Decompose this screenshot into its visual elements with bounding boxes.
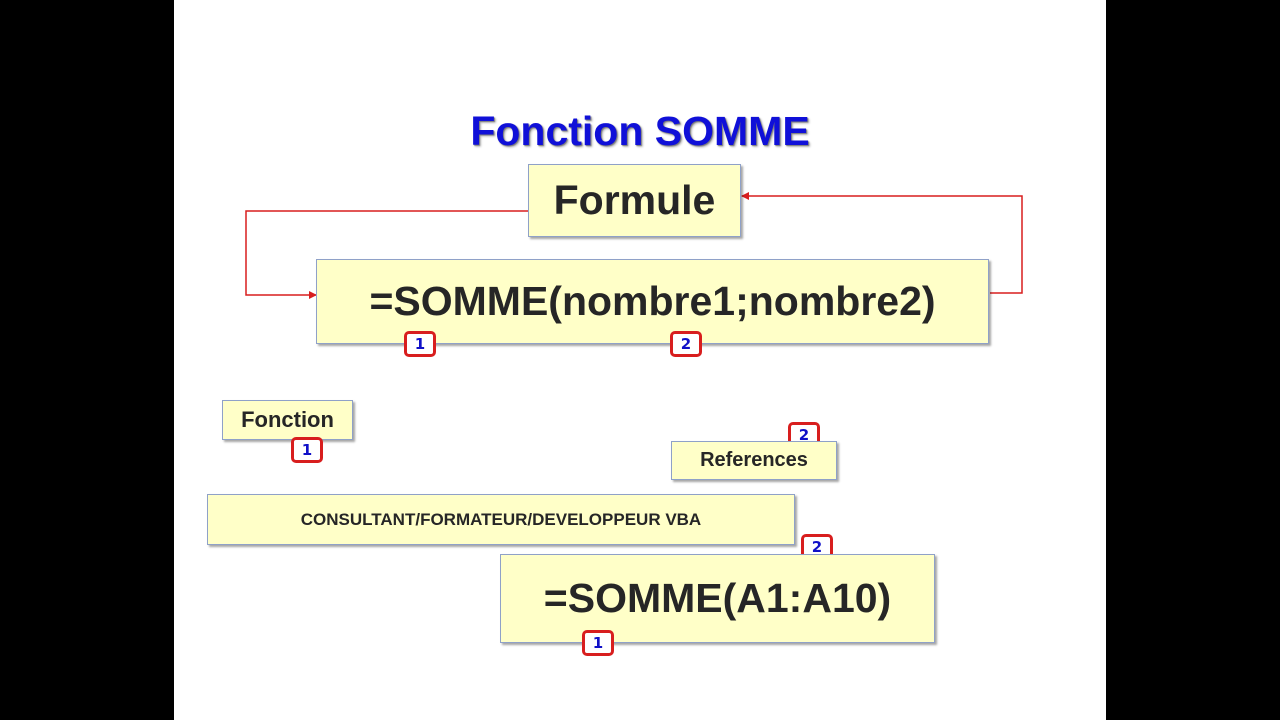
syntax-box: =SOMME(nombre1;nombre2) [316, 259, 989, 344]
fonction-legend-box: Fonction [222, 400, 353, 440]
example-text: =SOMME(A1:A10) [543, 575, 892, 621]
slide-title: Fonction SOMME [470, 108, 810, 154]
example-box: =SOMME(A1:A10) [500, 554, 935, 643]
connector-formule-to-syntax [245, 210, 528, 299]
badge-fonction-legend: 1 [291, 437, 323, 463]
connector-syntax-to-formule [741, 192, 1023, 294]
author-box: CONSULTANT/FORMATEUR/DEVELOPPEUR VBA [207, 494, 795, 545]
badge-example-function: 1 [582, 630, 614, 656]
references-legend-box: References [671, 441, 837, 480]
badge-syntax-arguments: 2 [670, 331, 702, 357]
references-legend-label: References [700, 449, 808, 471]
author-label: CONSULTANT/FORMATEUR/DEVELOPPEUR VBA [300, 509, 702, 529]
badge-syntax-function: 1 [404, 331, 436, 357]
formula-label: Formule [553, 177, 716, 223]
syntax-text: =SOMME(nombre1;nombre2) [369, 278, 936, 324]
formula-label-box: Formule [528, 164, 741, 237]
fonction-legend-label: Fonction [241, 407, 334, 432]
